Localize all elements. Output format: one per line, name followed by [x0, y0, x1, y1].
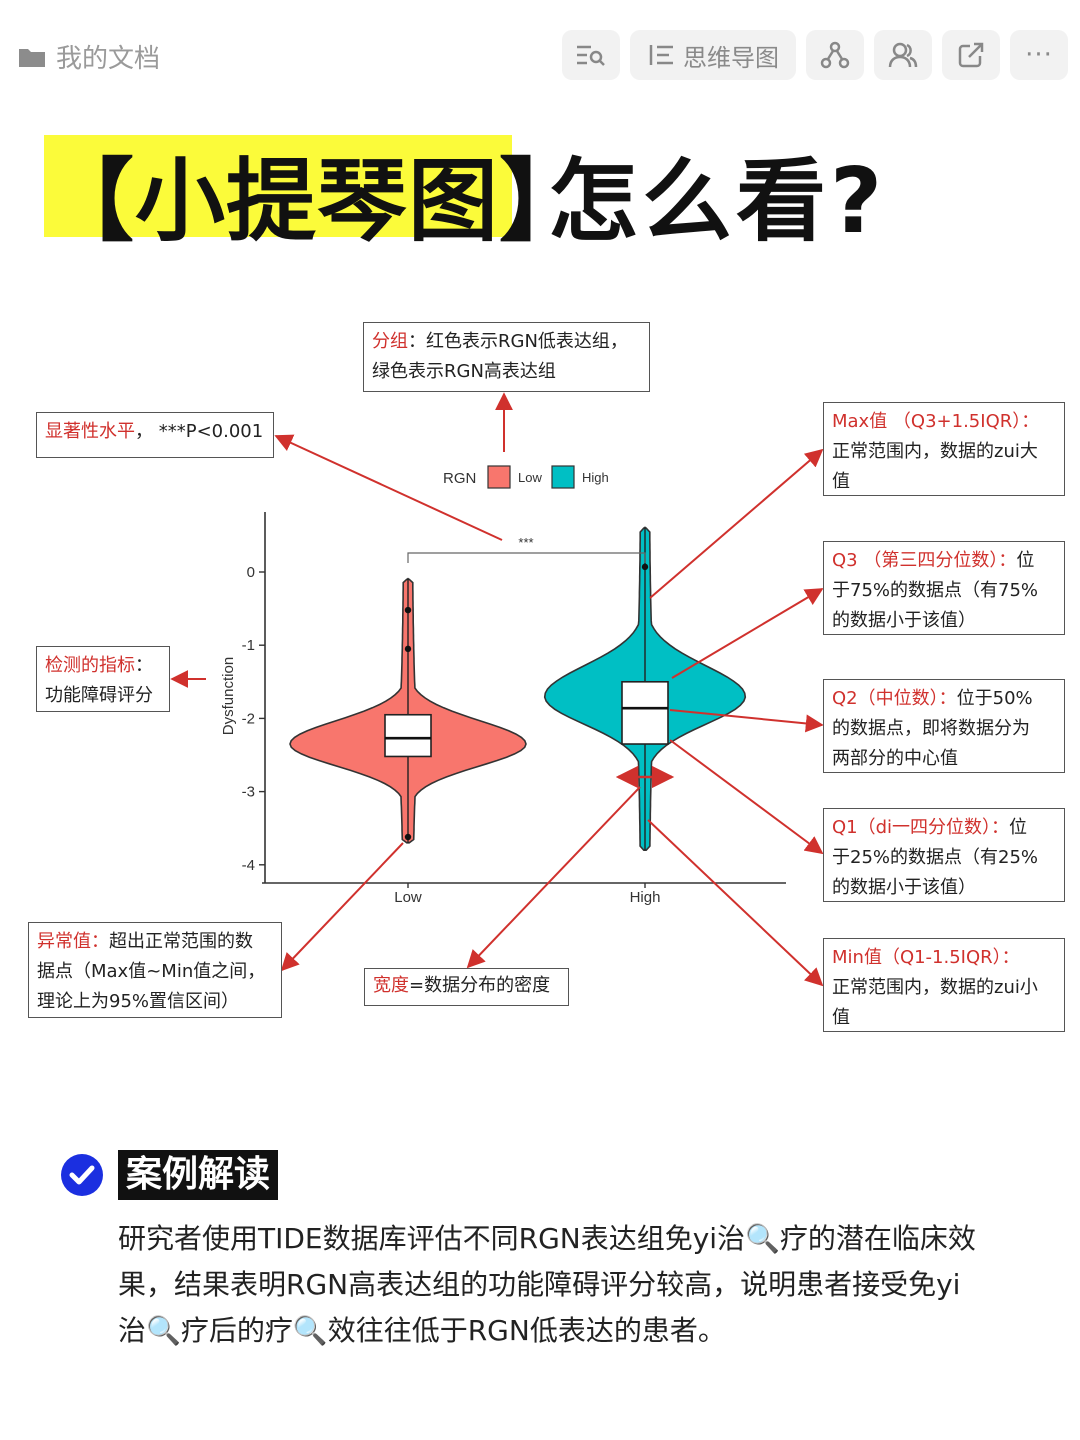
annotation-width: 宽度=数据分布的密度: [364, 968, 569, 1006]
legend-label-high: High: [582, 470, 609, 485]
annotation-q2-text3: 两部分的中心值: [832, 748, 958, 769]
annotation-min-label: Min值（Q1-1.5IQR）：: [832, 947, 1020, 968]
mindmap-label: 思维导图: [683, 43, 779, 72]
annotation-min: Min值（Q1-1.5IQR）： 正常范围内，数据的zui小 值: [823, 938, 1065, 1032]
annotation-q2-text2: 的数据点，即将数据分为: [832, 718, 1030, 739]
case-line-1: 研究者使用TIDE数据库评估不同RGN表达组免yi治🔍疗的潜在临床效: [118, 1222, 976, 1255]
case-header: 案例解读: [60, 1150, 279, 1200]
annotation-metric-text2: 功能障碍评分: [45, 685, 153, 706]
case-line-3: 治🔍疗后的疗🔍效往往低于RGN低表达的患者。: [118, 1314, 726, 1347]
annotation-q1-text2: 于25%的数据点（有25%: [832, 847, 1039, 868]
more-icon: ···: [1025, 40, 1053, 70]
page-title: 【小提琴图】: [44, 149, 590, 254]
mindmap-icon: [649, 45, 673, 65]
y-tick-label: -3: [242, 784, 255, 801]
legend-label-low: Low: [518, 470, 542, 485]
legend-swatch-high: [551, 465, 575, 489]
annotation-q1-label: Q1（di一四分位数）：: [832, 817, 1010, 838]
page-title-question: 怎么看?: [548, 149, 887, 254]
arrow-width: [466, 786, 641, 969]
annotation-min-text2: 值: [832, 1007, 850, 1028]
annotation-q3-text2: 于75%的数据点（有75%: [832, 580, 1039, 601]
annotation-sig-label: 显著性水平: [45, 421, 135, 442]
top-bar: 我的文档 思维导图: [0, 0, 1080, 110]
box-low: [384, 713, 432, 758]
arrow-max: [649, 448, 824, 599]
annotation-metric: 检测的指标： 功能障碍评分: [36, 646, 170, 712]
annotation-q3-text3: 的数据小于该值）: [832, 610, 976, 631]
share-node-button[interactable]: [806, 30, 864, 80]
case-line-2: 果，结果表明RGN高表达组的功能障碍评分较高，说明患者接受免yi: [118, 1268, 961, 1301]
y-tick-label: -4: [242, 857, 255, 874]
y-tick-label: -2: [242, 710, 255, 727]
annotation-width-label: 宽度: [373, 975, 409, 996]
annotation-group: 分组：红色表示RGN低表达组， 绿色表示RGN高表达组: [363, 322, 650, 392]
significance-bracket: [407, 552, 646, 563]
case-body: 研究者使用TIDE数据库评估不同RGN表达组免yi治🔍疗的潜在临床效 果，结果表…: [118, 1216, 1018, 1354]
annotation-width-text: =数据分布的密度: [409, 975, 551, 996]
collaborators-button[interactable]: [874, 30, 932, 80]
arrow-significance: [274, 434, 503, 541]
annotation-q2-text: 位于50%: [956, 688, 1033, 709]
more-button[interactable]: ···: [1010, 30, 1068, 80]
annotation-q3-label: Q3 （第三四分位数）：: [832, 550, 1017, 571]
mindmap-button[interactable]: 思维导图: [630, 30, 796, 80]
arrow-q1: [669, 739, 824, 855]
arrow-outlier: [280, 842, 404, 972]
annotation-q2-label: Q2（中位数）：: [832, 688, 957, 709]
annotation-significance: 显著性水平， ***P<0.001: [36, 412, 274, 458]
box-high: [621, 680, 669, 745]
annotation-outlier-label: 异常值：: [37, 931, 109, 952]
title-highlight: [44, 135, 512, 237]
y-tick-label: -1: [242, 637, 255, 654]
nodes-icon: [820, 41, 850, 69]
share-icon: [958, 42, 984, 68]
arrow-min: [647, 819, 824, 987]
significance-label: ***: [518, 535, 533, 550]
outlier-point: [404, 606, 412, 614]
outline-search-icon: [577, 45, 605, 66]
annotation-q1: Q1（di一四分位数）：位 于25%的数据点（有25% 的数据小于该值）: [823, 808, 1065, 902]
annotation-group-label: 分组: [372, 331, 408, 352]
annotation-max: Max值 （Q3+1.5IQR）： 正常范围内，数据的zui大 值: [823, 402, 1065, 496]
case-title: 案例解读: [118, 1150, 279, 1200]
annotation-q3-text: 位: [1016, 550, 1035, 571]
annotation-sig-text: ， ***P<0.001: [135, 421, 264, 442]
x-tick-label: Low: [394, 889, 422, 906]
users-icon: [888, 42, 918, 68]
breadcrumb-label: 我的文档: [56, 44, 161, 74]
annotation-q2: Q2（中位数）：位于50% 的数据点，即将数据分为 两部分的中心值: [823, 679, 1065, 773]
annotation-metric-text: ：: [135, 655, 153, 676]
check-icon: [61, 1154, 103, 1196]
outlier-point: [404, 645, 412, 653]
annotation-min-text: 正常范围内，数据的zui小: [832, 977, 1038, 998]
outline-button[interactable]: [562, 30, 620, 80]
arrow-q3: [671, 588, 824, 679]
annotation-q1-text: 位: [1009, 817, 1028, 838]
outlier-point: [404, 833, 412, 841]
annotation-outlier: 异常值：超出正常范围的数 据点（Max值~Min值之间， 理论上为95%置信区间…: [28, 922, 282, 1018]
breadcrumb[interactable]: 我的文档: [18, 38, 160, 75]
annotation-q3: Q3 （第三四分位数）：位 于75%的数据点（有75% 的数据小于该值）: [823, 541, 1065, 635]
y-tick-label: 0: [247, 564, 255, 581]
annotation-outlier-text3: 理论上为95%置信区间）: [37, 991, 240, 1012]
annotation-max-label: Max值 （Q3+1.5IQR）：: [832, 411, 1040, 432]
outlier-point: [641, 563, 649, 571]
annotation-group-text: ：红色表示RGN低表达组，: [408, 331, 628, 352]
legend-swatch-low: [487, 465, 511, 489]
annotation-group-text2: 绿色表示RGN高表达组: [372, 361, 556, 382]
folder-icon: [19, 48, 45, 67]
x-tick-label: High: [630, 889, 661, 906]
annotation-outlier-text2: 据点（Max值~Min值之间，: [37, 961, 266, 982]
annotation-outlier-text: 超出正常范围的数: [109, 931, 253, 952]
annotation-metric-label: 检测的指标: [45, 655, 135, 676]
share-button[interactable]: [942, 30, 1000, 80]
arrow-q2: [669, 709, 824, 733]
legend-title: RGN: [443, 470, 476, 487]
annotation-max-text2: 值: [832, 471, 850, 492]
annotation-q1-text3: 的数据小于该值）: [832, 877, 976, 898]
annotation-max-text: 正常范围内，数据的zui大: [832, 441, 1038, 462]
y-axis-label: Dysfunction: [220, 657, 237, 735]
